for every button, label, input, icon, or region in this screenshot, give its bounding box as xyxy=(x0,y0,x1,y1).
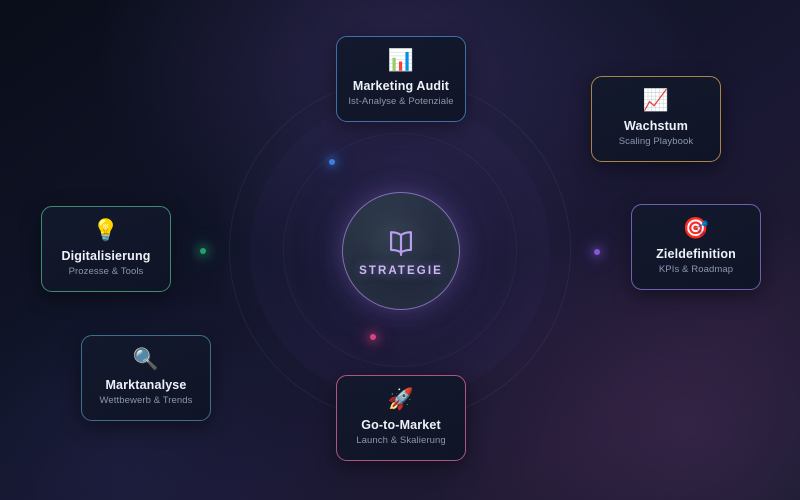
node-card-subtitle: Scaling Playbook xyxy=(618,136,694,147)
bar-chart-icon: 📊 xyxy=(387,49,415,72)
particle-purple xyxy=(594,249,600,255)
particle-teal xyxy=(200,248,206,254)
particle-blue xyxy=(329,159,335,165)
light-bulb-icon: 💡 xyxy=(92,219,120,242)
node-card-subtitle: Wettbewerb & Trends xyxy=(99,395,193,406)
node-card-subtitle: Launch & Skalierung xyxy=(356,435,446,446)
particle-pink xyxy=(370,334,376,340)
open-book-icon xyxy=(384,225,418,259)
rocket-icon: 🚀 xyxy=(387,388,415,411)
magnifying-glass-icon: 🔍 xyxy=(132,348,160,371)
node-card-subtitle: Prozesse & Tools xyxy=(68,266,144,277)
node-card-title: Marktanalyse xyxy=(105,378,187,392)
node-card-subtitle: Ist-Analyse & Potenziale xyxy=(348,96,454,107)
node-card-title: Digitalisierung xyxy=(61,249,151,263)
center-hub-label: STRATEGIE xyxy=(359,265,443,277)
node-card-subtitle: KPIs & Roadmap xyxy=(658,264,734,275)
dart-target-icon: 🎯 xyxy=(682,217,710,240)
center-hub[interactable]: STRATEGIE xyxy=(342,192,460,310)
node-card-title: Zieldefinition xyxy=(656,247,736,261)
node-card-title: Go-to-Market xyxy=(361,418,441,432)
node-card-title: Wachstum xyxy=(624,119,688,133)
chart-increasing-icon: 📈 xyxy=(642,89,670,112)
node-card-title: Marketing Audit xyxy=(352,79,450,93)
